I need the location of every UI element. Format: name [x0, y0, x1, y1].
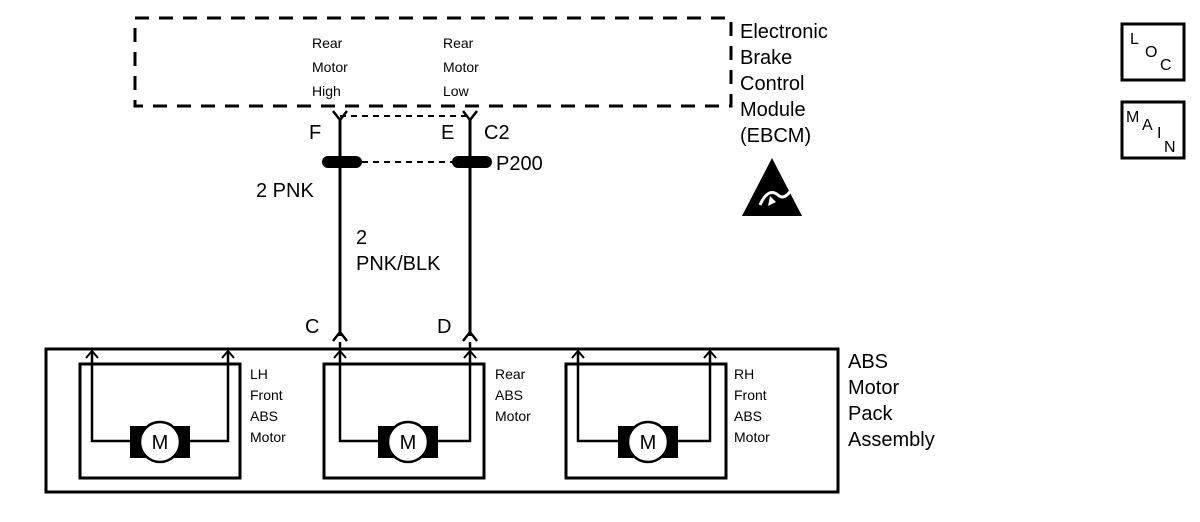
main-letter-m: M: [1126, 109, 1139, 126]
motor-rh-front-box: [564, 362, 728, 480]
terminal-d-symbol: [462, 329, 478, 342]
motor-rh-front-label: RH Front ABS Motor: [734, 366, 771, 445]
loc-button[interactable]: L O C: [1120, 22, 1186, 82]
splice-p200-low: [452, 156, 492, 168]
wire-pnk-blk-label: 2 PNK/BLK: [356, 227, 441, 275]
pin-label-rear-motor-high: Rear Motor High: [312, 35, 352, 99]
terminal-e-label: E: [441, 122, 454, 144]
terminal-f-label: F: [309, 122, 321, 144]
motor-lh-front-symbol: M: [152, 432, 169, 454]
esd-sensitive-icon: [742, 158, 802, 216]
wire-pnk-label: 2 PNK: [256, 180, 314, 202]
motor-lh-front-box: [78, 362, 242, 480]
terminal-c-symbol: [332, 329, 348, 342]
ebcm-module-box: [133, 16, 733, 108]
motor-rh-front: M: [564, 349, 728, 480]
motor-lh-front-label: LH Front ABS Motor: [250, 366, 287, 445]
loc-letter-c: C: [1160, 57, 1172, 74]
splice-p200-label: P200: [496, 153, 543, 175]
main-letter-n: N: [1164, 139, 1176, 156]
motor-pack-box: [44, 347, 840, 494]
ebcm-label: Electronic Brake Control Module (EBCM): [740, 21, 833, 147]
splice-p200-high: [322, 156, 362, 168]
loc-letter-o: O: [1145, 44, 1157, 61]
terminal-d-label: D: [437, 316, 451, 338]
motor-rear-label: Rear ABS Motor: [495, 366, 531, 424]
motor-pack-label: ABS Motor Pack Assembly: [848, 351, 935, 451]
motor-rear: M: [322, 342, 486, 480]
main-button[interactable]: M A I N: [1120, 100, 1186, 160]
terminal-e-symbol: [462, 110, 478, 123]
motor-rear-symbol: M: [400, 432, 417, 454]
motor-lh-front: M: [78, 349, 242, 480]
main-letter-a: A: [1142, 117, 1153, 134]
motor-rear-box: [322, 362, 486, 480]
pin-label-rear-motor-low: Rear Motor Low: [443, 35, 483, 99]
main-letter-i: I: [1157, 125, 1161, 142]
terminal-c-label: C: [305, 316, 319, 338]
connector-c2-label: C2: [484, 122, 510, 144]
loc-letter-l: L: [1130, 31, 1139, 48]
motor-rh-front-symbol: M: [640, 432, 657, 454]
